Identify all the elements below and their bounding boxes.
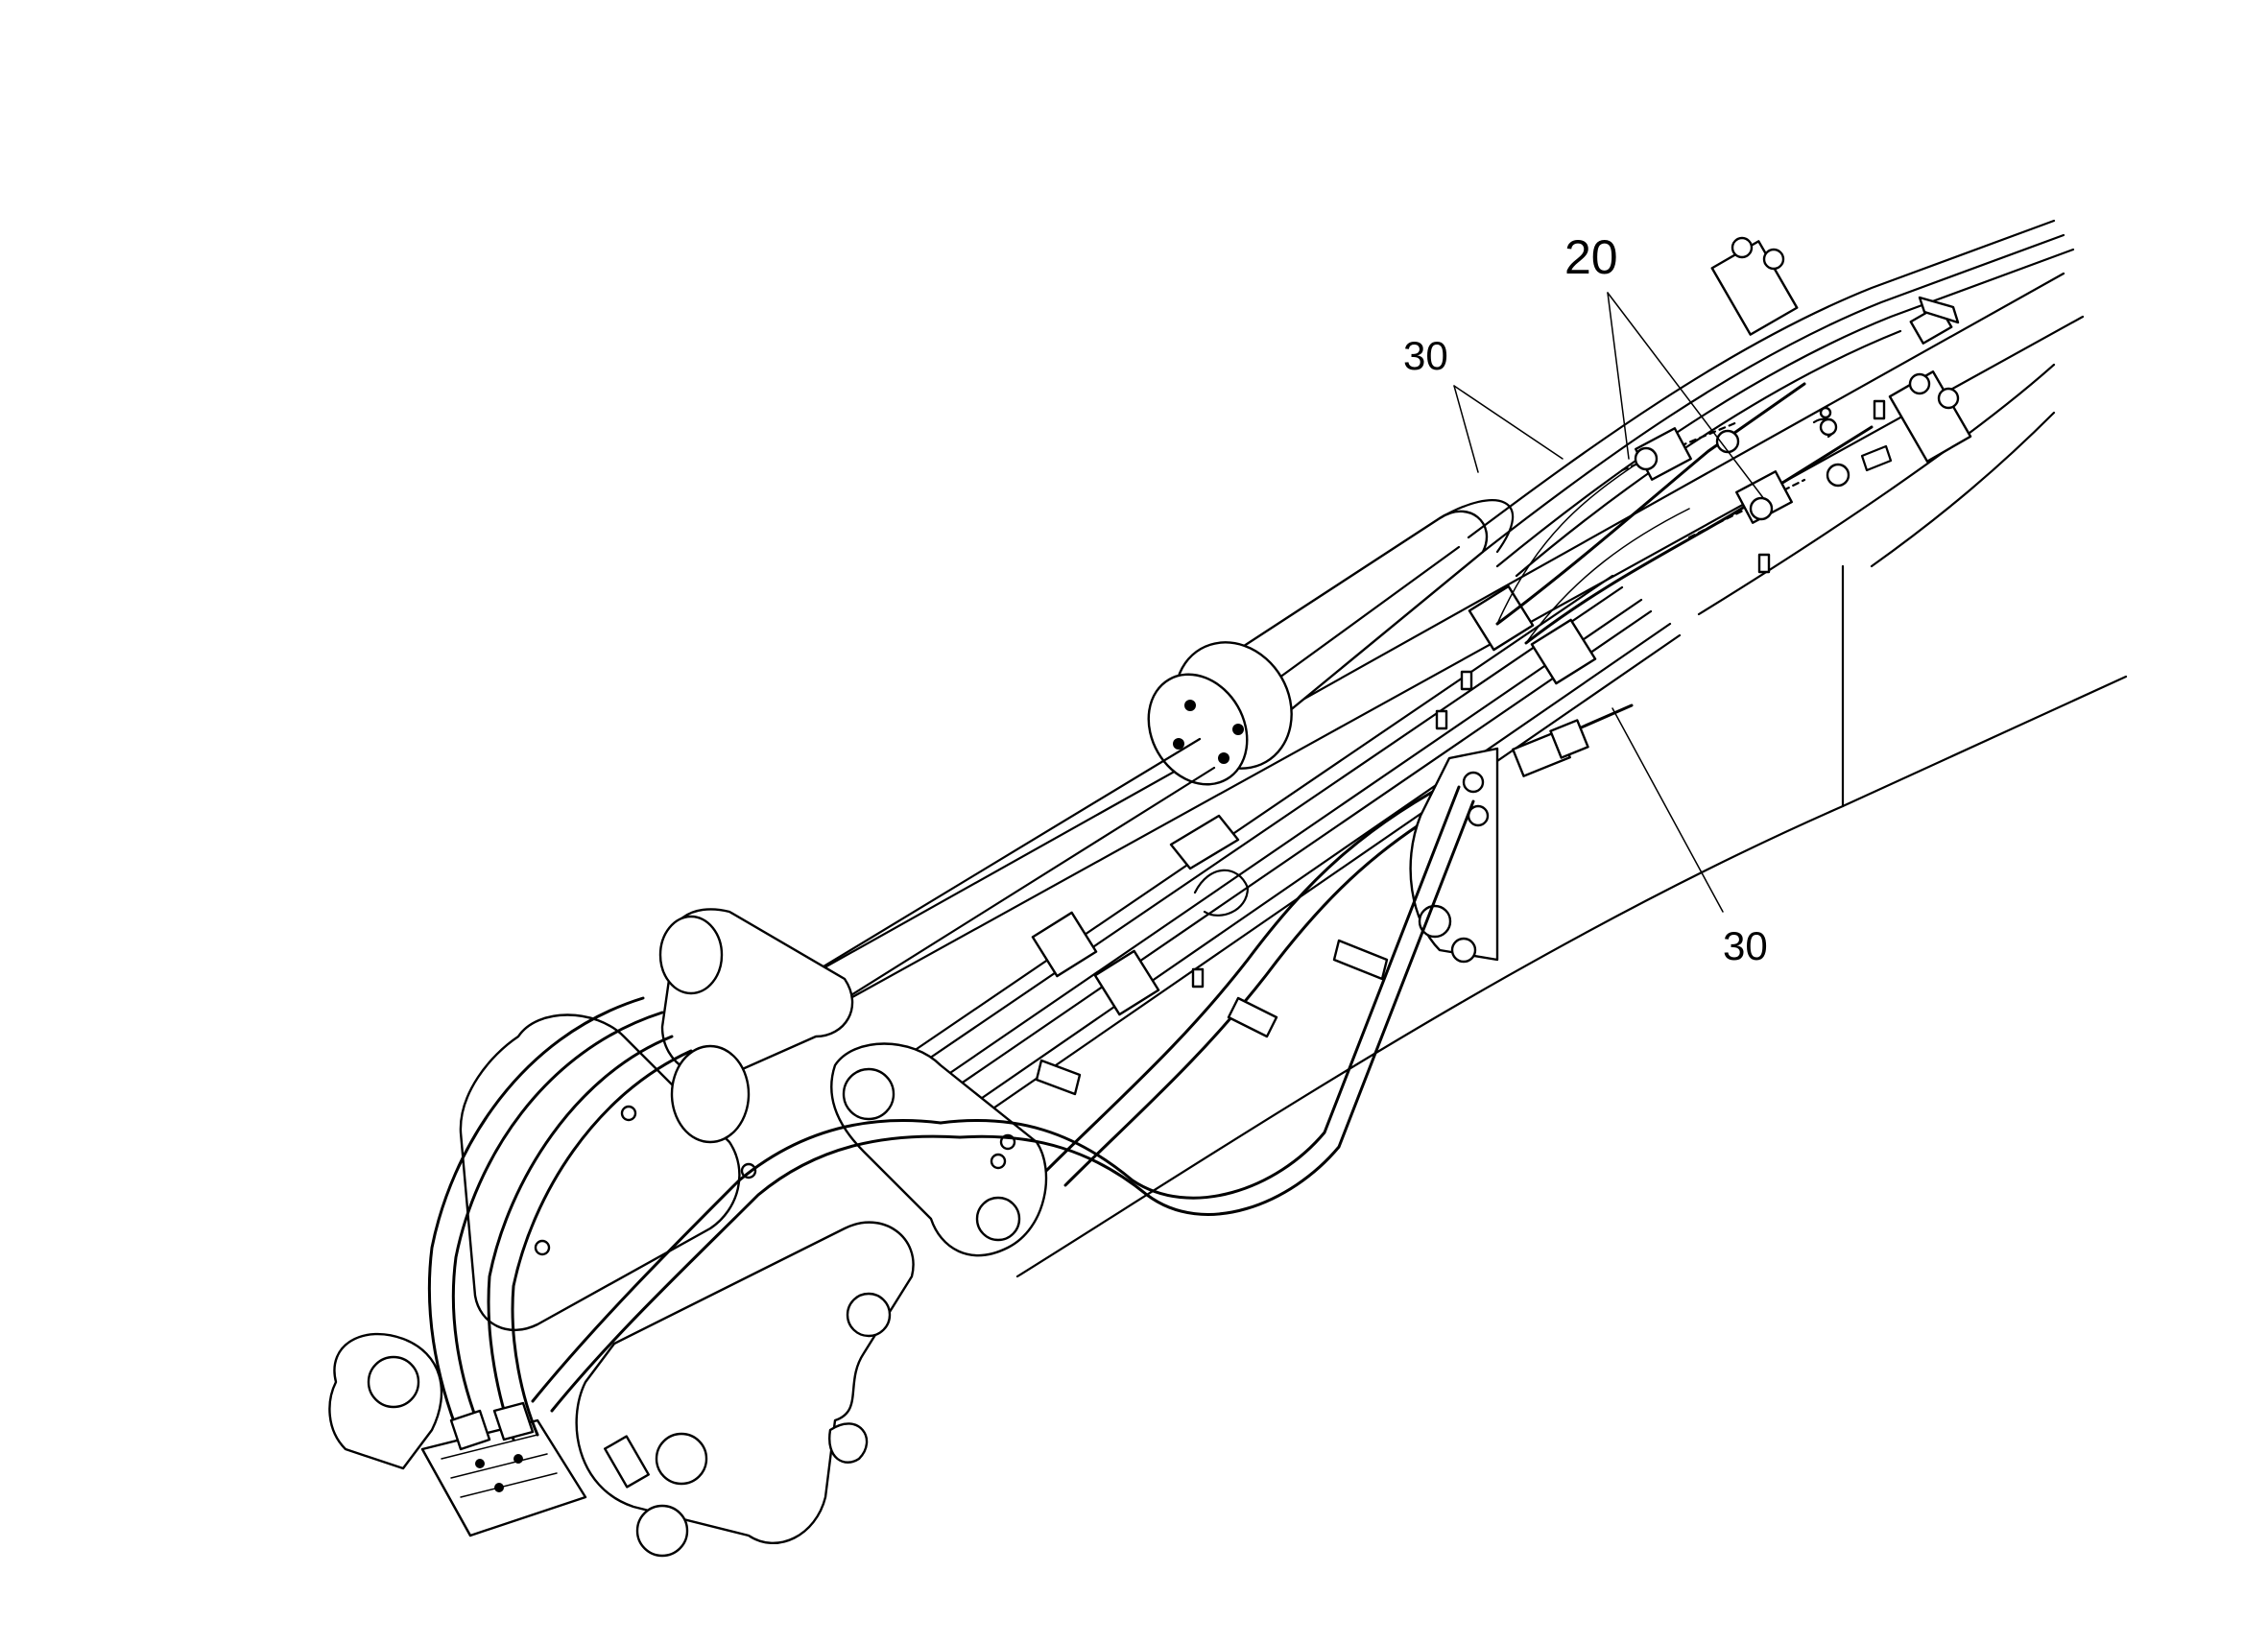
pipe-clamp-rear [1468,584,1597,685]
front-attachment [328,908,1048,1558]
leader-lines [1453,292,1765,913]
hydraulic-cylinder [785,499,1515,1019]
boom-structure [785,272,2128,1278]
lower-hose [1044,703,1634,1187]
pipe-clamp-front [1031,911,1160,1016]
callout-label-30-upper: 30 [1403,333,1448,378]
callout-label-20: 20 [1564,230,1618,284]
rigid-pipes [891,574,1682,1127]
upper-hose-bundle [1467,219,2075,578]
boom-small-details [1035,296,1960,1096]
callout-label-30-lower: 30 [1723,923,1768,968]
fitted-hoses [1495,382,1893,645]
front-hose-loops [427,785,1475,1451]
